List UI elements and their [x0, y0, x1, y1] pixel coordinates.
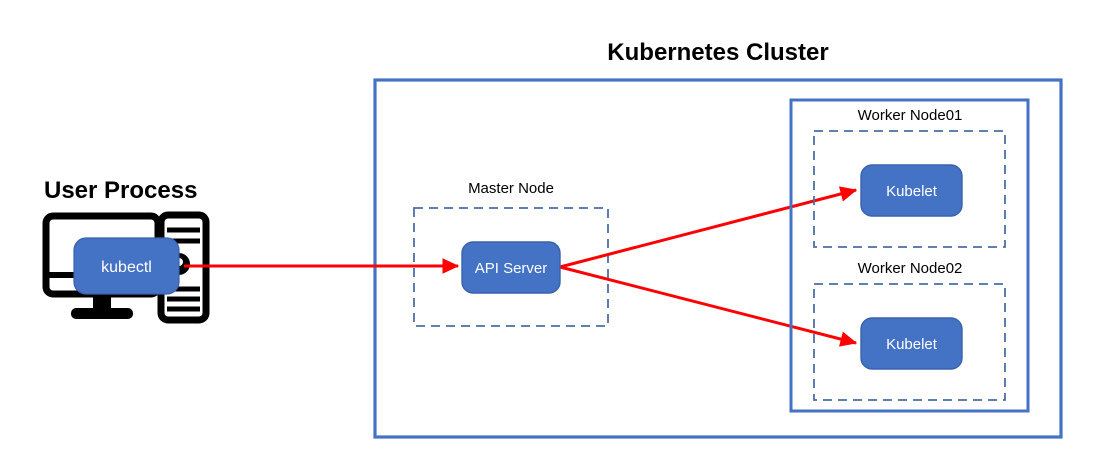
arrow-api-server-to-kubelet-01	[559, 186, 858, 269]
cluster-title: Kubernetes Cluster	[607, 39, 828, 66]
worker-node-02-box	[813, 283, 1006, 401]
kubelet-02-label: Kubelet	[886, 336, 938, 353]
api-server-box[interactable]: API Server	[461, 241, 561, 294]
worker-node-01-label: Worker Node01	[858, 107, 963, 124]
worker-nodes-container	[789, 98, 1030, 413]
kubernetes-cluster-box	[373, 78, 1063, 439]
kubelet-01-box[interactable]: Kubelet	[860, 164, 963, 217]
api-server-label: API Server	[475, 260, 548, 277]
kubelet-02-box[interactable]: Kubelet	[860, 317, 963, 370]
user-process-title: User Process	[44, 177, 197, 204]
worker-node-02-label: Worker Node02	[858, 260, 963, 277]
kubectl-label: kubectl	[101, 259, 152, 276]
kubectl-box[interactable]: kubectl	[73, 237, 180, 295]
master-node-box	[413, 207, 609, 327]
worker-node-01-box	[813, 130, 1006, 248]
kubelet-01-label: Kubelet	[886, 183, 938, 200]
master-node-label: Master Node	[468, 180, 554, 197]
arrow-api-server-to-kubelet-02	[559, 265, 858, 347]
